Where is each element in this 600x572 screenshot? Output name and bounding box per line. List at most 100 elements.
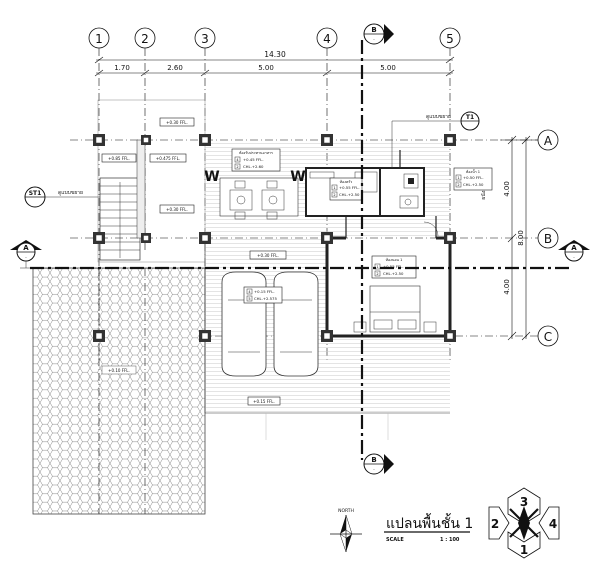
grid-bubble-b: B [537,227,559,249]
callout-note: ดูแบบขยาย [58,190,83,196]
column [141,135,151,145]
level-label: +0.30 FFL. [166,207,188,212]
dimension-span: 2.60 [167,64,183,72]
column [321,134,333,146]
column [93,134,105,146]
dimension-span: 4.00 [503,279,511,295]
level-label: +0.475 FFL. [156,156,180,161]
level-label: +0.15 FFL. [254,289,275,294]
svg-text:1: 1 [520,543,528,557]
svg-text:B: B [371,456,376,464]
svg-text:1: 1 [457,176,459,180]
dimension-span: 5.00 [258,64,274,72]
room-title: ห้องนอน 1 [386,257,403,262]
grid-bubble-c: C [537,325,559,347]
column [199,232,211,244]
svg-text:-: - [373,37,375,42]
room-title: ห้องครัว [340,179,353,184]
stair-area: +0.85 FFL. +0.475 FFL. +0.30 FFL. +0.30 … [97,99,206,263]
column [321,232,333,244]
level-label: +0.55 FFL. [339,185,360,190]
dimension-span: 4.00 [503,181,511,197]
w-marker: W [204,169,219,185]
callout-note: ดูแบบขยาย [426,114,451,120]
w-marker: W [290,169,305,185]
title-block: แปลนพื้นชั้น 1 SCALE 1 : 100 [384,513,473,543]
level-label: CHL.+2.50 [383,271,404,276]
grid-label: 1 [95,32,103,46]
svg-text:3: 3 [520,495,528,509]
level-label: CHL.+2.50 [339,192,360,197]
column [444,330,456,342]
drawing-title: แปลนพื้นชั้น 1 [386,513,473,532]
svg-text:-: - [373,467,375,472]
column [199,330,211,342]
svg-text:2: 2 [376,272,378,276]
level-label: +0.85 FFL. [108,156,130,161]
grid-bubble-5: 5 [439,27,461,49]
paved-yard: +0.10 FFL. [20,267,206,515]
callout-st1: ST1 ดูแบบขยาย [24,186,100,208]
column [93,330,105,342]
svg-text:5: 5 [248,297,250,301]
dimension-span: 1.70 [114,64,130,72]
level-label: CHL.+2.575 [254,296,277,301]
svg-text:4: 4 [248,290,251,294]
svg-text:4: 4 [236,158,239,162]
column [444,232,456,244]
column [93,232,105,244]
svg-text:2: 2 [236,165,238,169]
svg-text:2: 2 [491,517,499,531]
top-dimensions: 14.30 1.70 2.60 5.00 5.00 [94,50,455,77]
grid-label: A [544,134,553,148]
scale-label: SCALE [386,537,404,543]
level-label: +0.30 FFL. [166,120,188,125]
svg-text:-: - [573,255,575,260]
kitchen: ห้องครัว 1 +0.55 FFL. 2 CHL.+2.50 [305,167,397,217]
dining-area: W W ห้องรับประทานอาหาร 4 +0.45 FFL. 2 CH… [204,148,306,220]
grid-bubble-3: 3 [194,27,216,49]
column [444,134,456,146]
level-label: +0.50 FFL. [463,175,484,180]
column [141,233,151,243]
walls [325,150,437,336]
bedroom: ห้องนอน 1 1 +0.55 FFL. 2 CHL.+2.50 [325,236,452,338]
level-label: CHL.+2.50 [463,182,484,187]
svg-text:1: 1 [376,265,378,269]
callout-tag: T1 [466,114,474,121]
grid-bubble-4: 4 [316,27,338,49]
svg-text:2: 2 [457,183,459,187]
svg-text:-: - [25,255,27,260]
carport: 4 +0.15 FFL. 5 CHL.+2.575 +0.30 FFL. +0.… [221,250,319,406]
section-marker-a-right: A - [558,240,590,262]
columns [93,134,456,342]
elevation-key: 3 2 4 1 [488,487,560,559]
grid-label: 5 [446,32,454,46]
callout-t1: T1 ดูแบบขยาย [391,111,480,168]
dimension-span: 5.00 [380,64,396,72]
level-label: +0.15 FFL. [253,399,275,404]
room-title: ห้องน้ำ 1 [466,169,480,174]
bath-label-box [453,167,493,191]
grid-label: 4 [323,32,331,46]
dimension-total: 14.30 [264,50,286,59]
level-label: +0.30 FFL. [257,253,279,258]
svg-text:4: 4 [549,517,557,531]
section-marker-b-top: B - [363,23,394,45]
level-label: +0.10 FFL. [108,368,130,373]
grid-bubble-1: 1 [88,27,110,49]
section-marker-a-left: A - [10,240,42,268]
svg-text:NORTH: NORTH [338,508,354,514]
section-cut-lines [30,40,570,460]
svg-text:A: A [23,244,29,252]
grid-label: 2 [141,32,149,46]
svg-text:A: A [571,244,577,252]
section-marker-b-bottom: B - [363,453,394,475]
north-arrow: NORTH [330,508,362,553]
bathroom [379,167,439,237]
level-label: CHL.+2.60 [243,164,264,169]
grid-label: 3 [201,32,209,46]
grid-bubble-a: A [500,129,559,151]
scale-value: 1 : 100 [440,537,460,543]
